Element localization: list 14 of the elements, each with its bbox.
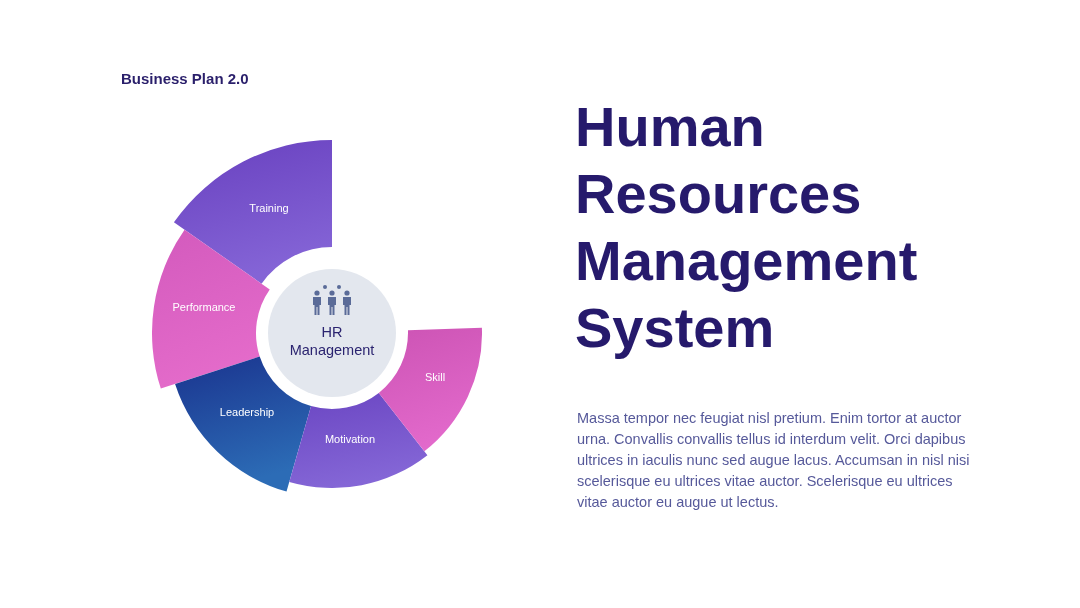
segment-label: Performance: [172, 300, 236, 314]
segment-label: Leadership: [219, 405, 275, 419]
ring-segment: [152, 229, 270, 389]
ring-segment: [378, 327, 482, 452]
header-text: Business Plan 2.0: [121, 70, 249, 88]
ring-segment: [173, 140, 332, 284]
segment-label: Motivation: [324, 432, 376, 446]
body-paragraph: Massa tempor nec feugiat nisl pretium. Enim tortor at auctor urna. Convallis convallis tellus id interdum velit. Orci dapibus ultrices in iaculis nunc sed augue lacus. Accumsan in nisl nisi scelerisque eu ultrices vitae auctor. Scelerisque eu ultrices vitae auctor eu augue ut lectus.: [577, 409, 971, 512]
ring-segment: [289, 392, 428, 488]
slide-title: Human Resources Management System: [575, 94, 919, 361]
node-label: HR Management: [288, 323, 376, 359]
segment-label: Skill: [424, 370, 446, 384]
segment-label: Training: [249, 201, 289, 215]
ring-segment: [175, 356, 312, 492]
